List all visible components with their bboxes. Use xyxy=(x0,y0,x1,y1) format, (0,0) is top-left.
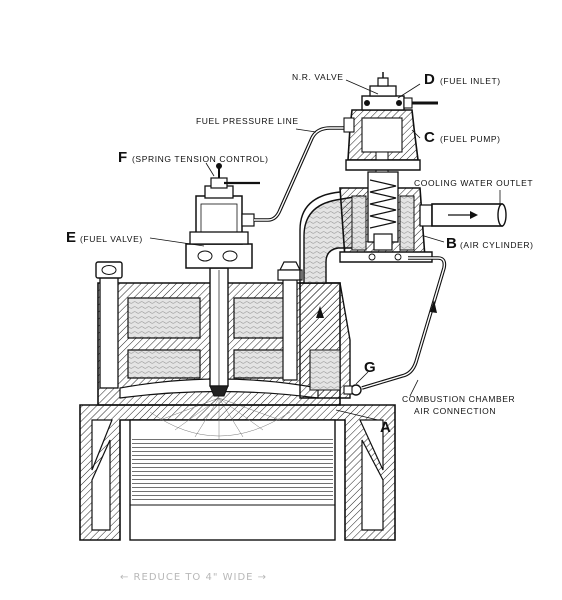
label-nr-valve: N.R. VALVE xyxy=(292,72,344,82)
label-e-text: (FUEL VALVE) xyxy=(80,234,143,244)
labels: N.R. VALVE D (FUEL INLET) FUEL PRESSURE … xyxy=(66,71,534,583)
air-cylinder-assembly xyxy=(299,72,507,290)
cylinder-block xyxy=(79,397,396,541)
label-b-letter: B xyxy=(446,235,457,252)
label-c-letter: C xyxy=(424,129,435,146)
label-e-letter: E xyxy=(66,229,76,246)
label-combustion-1: COMBUSTION CHAMBER xyxy=(402,394,515,404)
pencil-note: ← REDUCE TO 4" WIDE → xyxy=(120,572,267,583)
label-a-letter: A xyxy=(380,419,391,436)
leader-lines xyxy=(149,79,501,421)
flow-arrows xyxy=(316,300,437,318)
label-cooling-water-outlet: COOLING WATER OUTLET xyxy=(414,178,533,188)
g-fitting xyxy=(343,384,362,396)
label-f-text: (SPRING TENSION CONTROL) xyxy=(132,154,269,164)
fuel-valve xyxy=(185,163,260,397)
label-f-letter: F xyxy=(118,149,127,166)
label-g-letter: G xyxy=(364,359,376,376)
label-b-text: (AIR CYLINDER) xyxy=(460,240,534,250)
label-d-text: (FUEL INLET) xyxy=(440,76,501,86)
label-combustion-2: AIR CONNECTION xyxy=(414,406,496,416)
label-d-letter: D xyxy=(424,71,435,88)
label-c-text: (FUEL PUMP) xyxy=(440,134,501,144)
label-fuel-pressure-line: FUEL PRESSURE LINE xyxy=(196,116,299,126)
